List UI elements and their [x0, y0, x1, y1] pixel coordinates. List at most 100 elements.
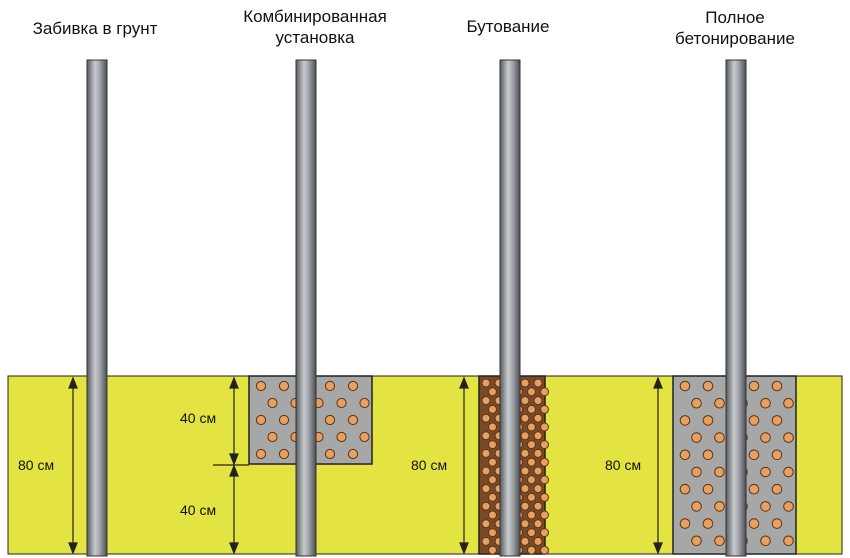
stone [347, 448, 359, 460]
stone [679, 518, 691, 529]
stone [488, 528, 497, 538]
stone [702, 518, 714, 529]
method-title-concrete: Полное бетонирование [650, 7, 820, 49]
stone [679, 449, 691, 461]
stone [540, 475, 549, 485]
stone [760, 432, 771, 443]
stone [481, 431, 491, 441]
stone [488, 475, 497, 485]
stone [520, 519, 530, 529]
stone [527, 404, 536, 414]
stone [527, 457, 536, 467]
stone [760, 535, 771, 547]
stone [533, 378, 543, 388]
stone [520, 431, 530, 441]
stone [771, 449, 783, 461]
method-title-line: бетонирование [675, 29, 795, 48]
stone [481, 378, 491, 388]
stone [520, 536, 530, 546]
stone [527, 510, 536, 520]
dimension-line-1 [68, 376, 78, 555]
stone [324, 414, 336, 426]
stone [278, 380, 290, 392]
stone [359, 431, 370, 443]
method-title-rubble: Бутование [438, 16, 578, 37]
stone [540, 404, 549, 414]
stone [527, 387, 536, 397]
stone [691, 397, 702, 409]
stone [771, 483, 783, 495]
post-pipe-3 [499, 59, 521, 557]
stone [771, 518, 783, 529]
stone [533, 536, 543, 546]
stone [702, 380, 714, 392]
method-title-line: Полное [705, 8, 765, 27]
stone [481, 519, 491, 529]
stone [748, 449, 760, 461]
method-title-line: установка [275, 28, 355, 47]
stone [748, 518, 760, 529]
stone [481, 501, 491, 511]
stone [336, 431, 347, 443]
stone [714, 432, 725, 443]
stone [760, 397, 771, 409]
stone [481, 466, 491, 476]
stone [359, 397, 370, 409]
stone [488, 545, 497, 555]
stone [533, 448, 543, 458]
stone [533, 413, 543, 423]
stone [488, 457, 497, 467]
stone [267, 431, 278, 443]
stone [527, 528, 536, 538]
stone [691, 501, 702, 512]
stone [540, 545, 549, 555]
stone [527, 422, 536, 432]
stone [520, 378, 530, 388]
stone [533, 431, 543, 441]
stone [488, 422, 497, 432]
dimension-label-full: 80 см [18, 457, 55, 473]
stone [748, 380, 760, 392]
stone [679, 415, 691, 426]
post-pipe-2 [295, 59, 317, 557]
stone [540, 422, 549, 432]
stone [520, 413, 530, 423]
stone [481, 484, 491, 494]
stone [347, 414, 359, 426]
stone [255, 448, 267, 460]
stone [540, 492, 549, 502]
stone [540, 510, 549, 520]
dimension-label-combined-top: 40 см [180, 410, 217, 426]
stone [520, 466, 530, 476]
stone [748, 415, 760, 426]
stone [520, 484, 530, 494]
stone [267, 397, 278, 409]
stone [691, 432, 702, 443]
stone [488, 440, 497, 450]
stone [488, 492, 497, 502]
stone [783, 397, 794, 409]
stone [520, 501, 530, 511]
dimension-label-rubble: 80 см [411, 457, 448, 473]
stone [771, 415, 783, 426]
stone [324, 380, 336, 392]
stone [760, 466, 771, 478]
stone [533, 484, 543, 494]
stone [527, 440, 536, 450]
stone [324, 448, 336, 460]
post-pipe-4 [725, 59, 747, 557]
stone [278, 414, 290, 426]
stone [540, 457, 549, 467]
dimension-label-concrete: 80 см [605, 457, 642, 473]
stone [533, 501, 543, 511]
stone [679, 483, 691, 495]
stone [533, 519, 543, 529]
stone [540, 440, 549, 450]
stone [533, 396, 543, 406]
dimension-line-2-bottom [229, 464, 239, 555]
stone [527, 545, 536, 555]
stone [255, 414, 267, 426]
stone [540, 528, 549, 538]
